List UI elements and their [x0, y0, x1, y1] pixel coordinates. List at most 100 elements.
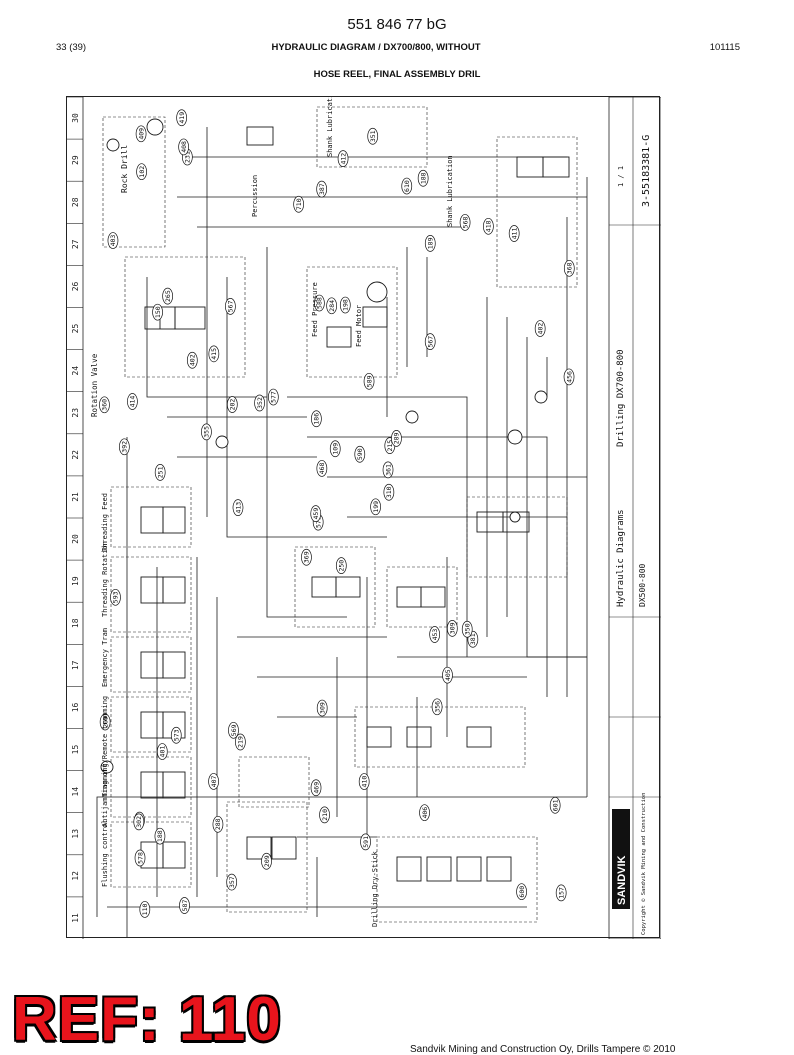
grid-column-label: 27	[71, 239, 80, 249]
copyright-text: Copyright © Sandvik Mining and Construct…	[641, 793, 647, 935]
label-tramming-remote: Tramming/Remote tramming	[101, 696, 109, 797]
hose-number: 284	[328, 300, 336, 312]
hose-number: 310	[385, 486, 393, 498]
hose-number-marker: 410	[358, 773, 370, 790]
hose-number: 361	[384, 464, 392, 476]
hose-number-marker: 351	[367, 127, 379, 145]
grid-column-label: 20	[71, 534, 80, 544]
label-drilling-dx: Drilling DX700-800	[616, 349, 626, 447]
hose-number: 231	[184, 151, 192, 163]
hose-number-marker: 415	[208, 345, 220, 363]
hose-number: 414	[129, 396, 137, 408]
hose-number: 578	[136, 852, 144, 864]
hose-number: 110	[141, 904, 149, 916]
label-percussion: Percussion	[251, 175, 259, 217]
label-rock-drill: Rock Drill	[120, 145, 129, 193]
hose-number-marker: 578	[134, 849, 146, 867]
footer-text: Sandvik Mining and Construction Oy, Dril…	[410, 1044, 676, 1055]
grid-column-label: 21	[71, 492, 80, 502]
hose-number-marker: 568	[459, 214, 471, 231]
hose-number-marker: 209	[99, 713, 111, 731]
hose-number-marker: 188	[154, 827, 166, 845]
hose-number-marker: 567	[424, 333, 436, 351]
hose-number-marker: 199	[370, 498, 381, 516]
hose-number: 265	[164, 290, 172, 302]
hose-number: 392	[121, 441, 129, 453]
hose-number-marker: 251	[154, 464, 166, 481]
hose-number-marker: 593	[110, 588, 121, 606]
grid-column-label: 30	[71, 113, 80, 123]
hose-number: 219	[237, 736, 245, 748]
label-flushing-control: Flushing control	[101, 820, 109, 887]
grid-column-label: 12	[71, 871, 80, 881]
hose-number-marker: 250	[335, 557, 347, 574]
hose-number-marker: 387	[316, 180, 328, 198]
hose-number-marker: 591	[360, 833, 371, 851]
hose-number-marker: 710	[293, 195, 305, 213]
hose-number: 189	[427, 237, 435, 249]
grid-column-label: 11	[71, 913, 80, 923]
hose-number: 600	[518, 886, 526, 898]
grid-column-label: 24	[71, 366, 80, 376]
hose-number: 309	[449, 622, 457, 634]
label-drilling-dry: Drilling Dry-Stick	[371, 850, 379, 927]
hose-number-marker: 412	[337, 150, 349, 167]
hose-number-marker: 109	[329, 440, 341, 458]
hose-number: 588	[316, 297, 324, 309]
hose-number-marker: 414	[127, 393, 138, 410]
hose-number-marker: 202	[226, 396, 238, 413]
hose-number: 567	[227, 300, 235, 312]
hose-number-marker: 403	[107, 232, 119, 249]
label-feed-motor: Feed Motor	[355, 305, 363, 347]
hose-number: 356	[433, 701, 441, 713]
page-number: 33 (39)	[56, 42, 87, 53]
hose-number: 381	[469, 633, 477, 645]
hose-number: 407	[210, 775, 218, 787]
hose-number: 202	[229, 399, 237, 411]
grid-column-label: 18	[71, 618, 80, 628]
hose-number: 357	[228, 876, 236, 888]
hose-number-marker: 102	[136, 163, 147, 181]
hose-number: 567	[427, 336, 435, 348]
hose-number: 102	[138, 166, 146, 178]
document-code: 551 846 77 bG	[347, 16, 447, 33]
label-feed-pressure: Feed Pressure	[311, 282, 319, 337]
hose-number: 568	[461, 217, 469, 229]
hose-number-marker: 368	[563, 259, 575, 277]
hose-number: 387	[318, 183, 326, 195]
hose-number-marker: 418	[483, 217, 494, 235]
hose-number-marker: 288	[212, 815, 224, 833]
drawing-number: 3-55183381-G	[641, 135, 652, 207]
hose-number-marker: 406	[419, 804, 430, 822]
hose-number: 591	[362, 836, 370, 848]
hose-number: 406	[421, 807, 429, 819]
ref-stamp: REF: 110	[12, 985, 282, 1054]
label-hydraulic-diagrams: Hydraulic Diagrams	[616, 509, 626, 607]
hose-number: 413	[234, 502, 242, 514]
grid-column-label: 26	[71, 281, 80, 291]
hose-number-marker: 411	[508, 225, 520, 242]
hose-number: 402	[189, 354, 197, 366]
hose-number: 199	[372, 501, 380, 513]
hose-number: 579	[314, 516, 322, 528]
label-shank-lubrication: Shank Lubrication	[326, 97, 334, 157]
hose-number: 408	[180, 141, 188, 153]
hose-number: 352	[256, 397, 264, 409]
hose-number-marker: 110	[139, 901, 151, 918]
hose-number-marker: 402	[534, 320, 546, 337]
hose-number-marker: 409	[135, 125, 147, 143]
hose-number-marker: 189	[424, 235, 436, 252]
hose-number: 215	[386, 440, 394, 452]
hose-number: 587	[181, 900, 189, 912]
hose-number: 418	[485, 220, 493, 232]
hose-number-marker: 587	[179, 897, 190, 914]
hose-number-marker: 402	[186, 351, 198, 369]
hose-number-marker: 209	[261, 852, 272, 870]
hose-number-marker: 198	[339, 296, 351, 314]
hose-number-marker: 188	[417, 169, 429, 187]
brand-logo: SANDVIK	[616, 855, 628, 905]
label-antijamming: Antijamming off	[101, 764, 109, 827]
hose-number-marker: 361	[382, 461, 394, 479]
hose-number: 351	[369, 130, 377, 142]
